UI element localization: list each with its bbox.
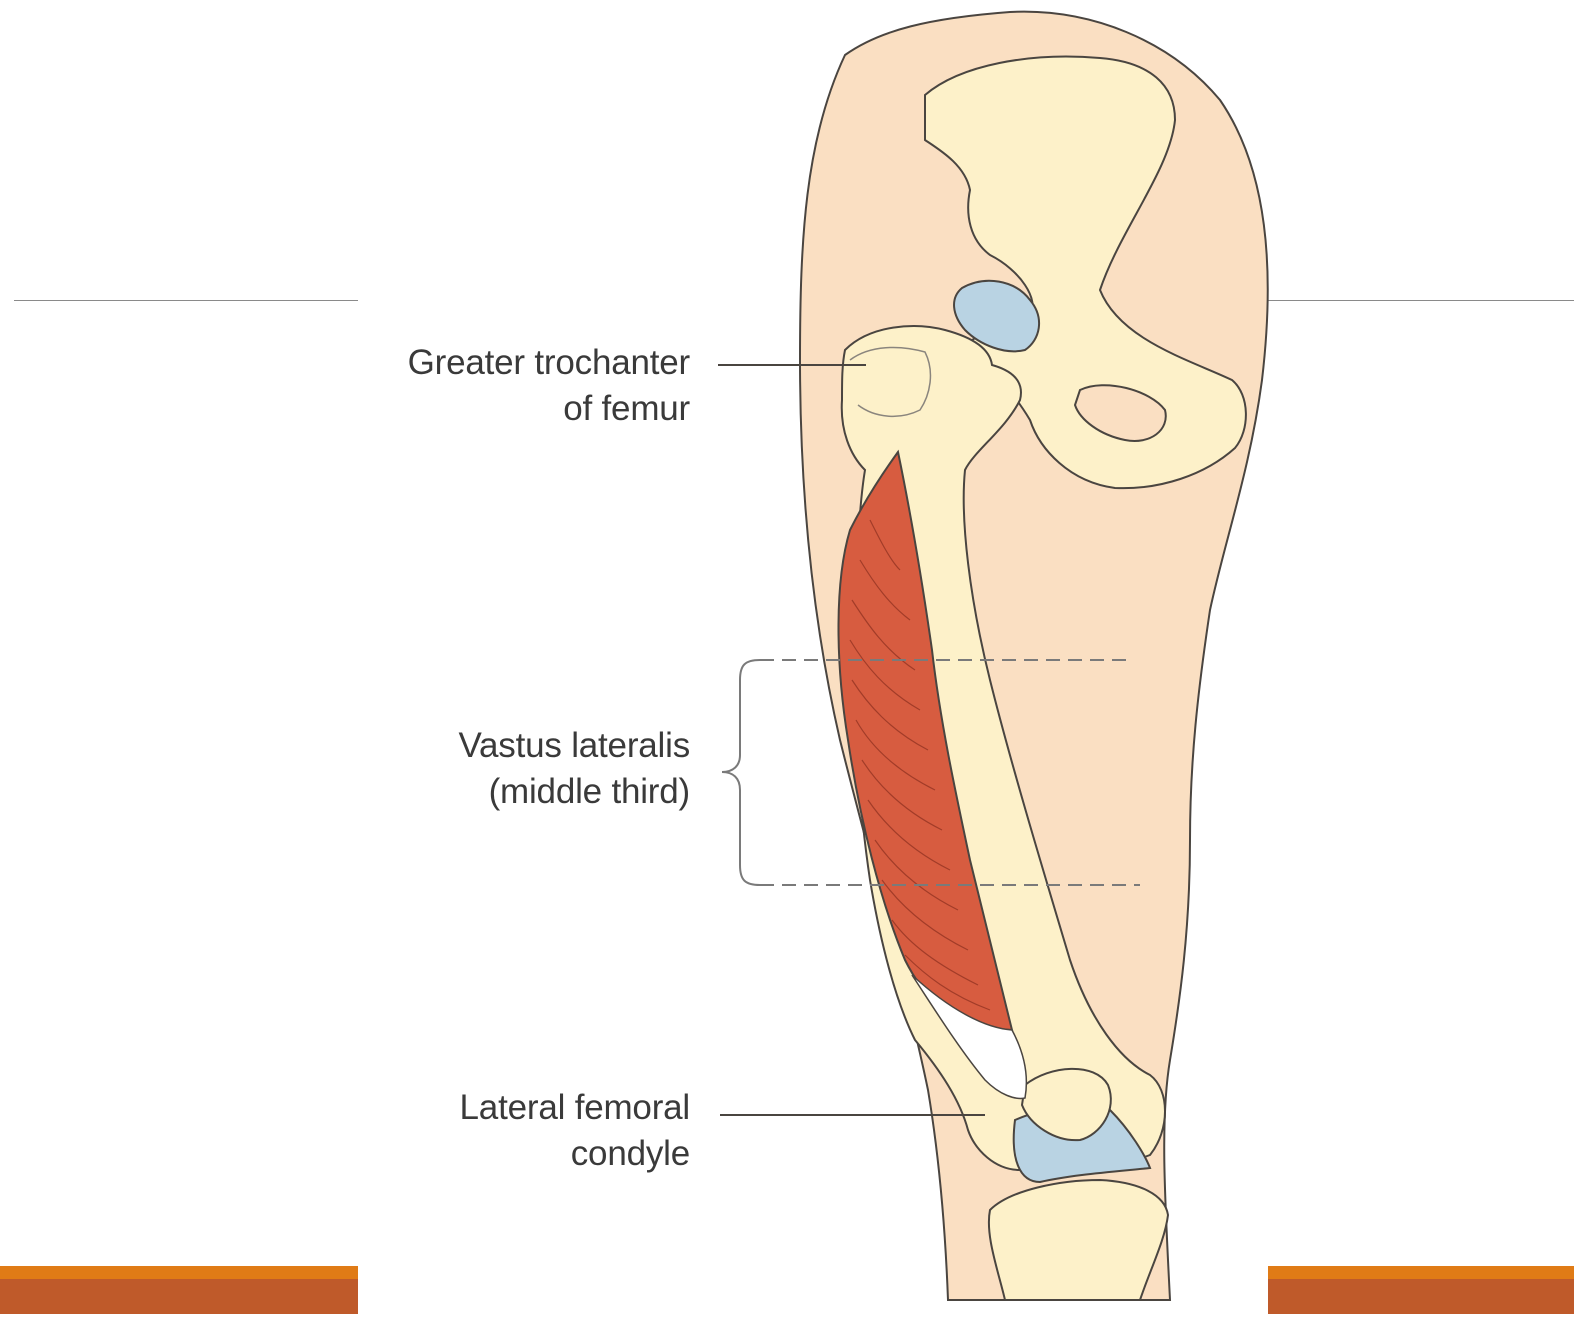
label-greater-trochanter-line2: of femur	[300, 386, 690, 432]
label-vastus-lateralis: Vastus lateralis (middle third)	[300, 723, 690, 815]
middle-third-brace	[722, 660, 760, 885]
label-lateral-condyle-line1: Lateral femoral	[300, 1085, 690, 1131]
label-vastus-lateralis-line1: Vastus lateralis	[300, 723, 690, 769]
label-vastus-lateralis-line2: (middle third)	[300, 769, 690, 815]
label-lateral-condyle-line2: condyle	[300, 1131, 690, 1177]
footer-band-left	[0, 1279, 358, 1314]
footer-bar-right	[1268, 1266, 1574, 1314]
tibia-bone	[989, 1180, 1168, 1300]
footer-stripe-left	[0, 1266, 358, 1279]
footer-stripe-right	[1268, 1266, 1574, 1279]
footer-band-right	[1268, 1279, 1574, 1314]
label-lateral-femoral-condyle: Lateral femoral condyle	[300, 1085, 690, 1177]
footer-bar-left	[0, 1266, 358, 1314]
label-greater-trochanter: Greater trochanter of femur	[300, 340, 690, 432]
label-greater-trochanter-line1: Greater trochanter	[300, 340, 690, 386]
